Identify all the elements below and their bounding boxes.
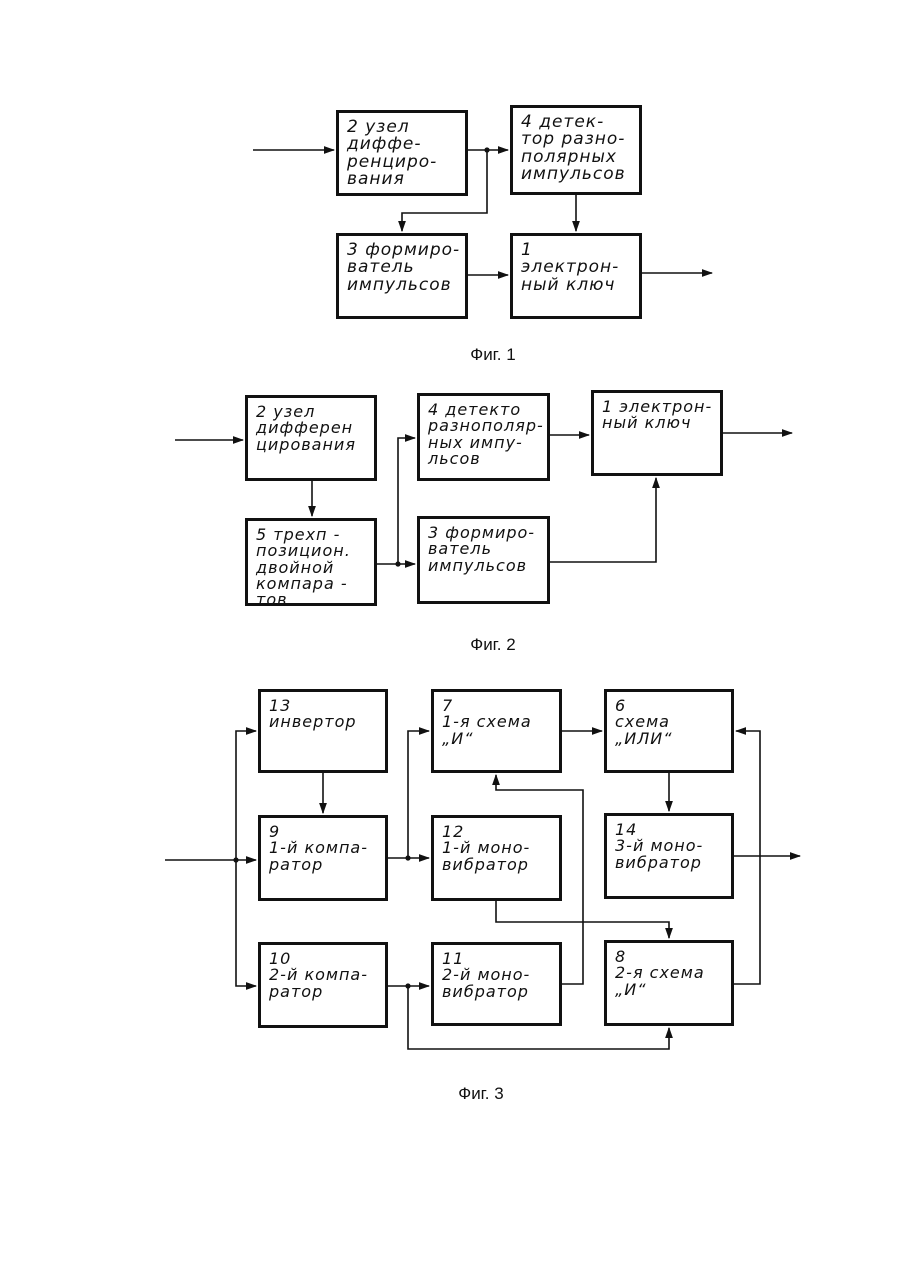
fig2-shaper-to-switch bbox=[550, 478, 656, 562]
fig3-comparator-1-to-and-gate-1 bbox=[408, 731, 429, 858]
fig3-monostable-2-to-and-gate-1 bbox=[496, 775, 583, 984]
fig3-and-gate-2-to-or-gate bbox=[734, 731, 760, 984]
fig3-input-to-inverter bbox=[236, 731, 256, 860]
fig2-comparator-to-detector bbox=[377, 438, 415, 564]
junction-dots bbox=[233, 147, 489, 988]
fig3-input-to-comparator-2 bbox=[236, 860, 256, 986]
fig3-comparator-2-to-and-gate-2 bbox=[408, 986, 669, 1049]
fig1-diff-to-shaper bbox=[402, 150, 487, 231]
